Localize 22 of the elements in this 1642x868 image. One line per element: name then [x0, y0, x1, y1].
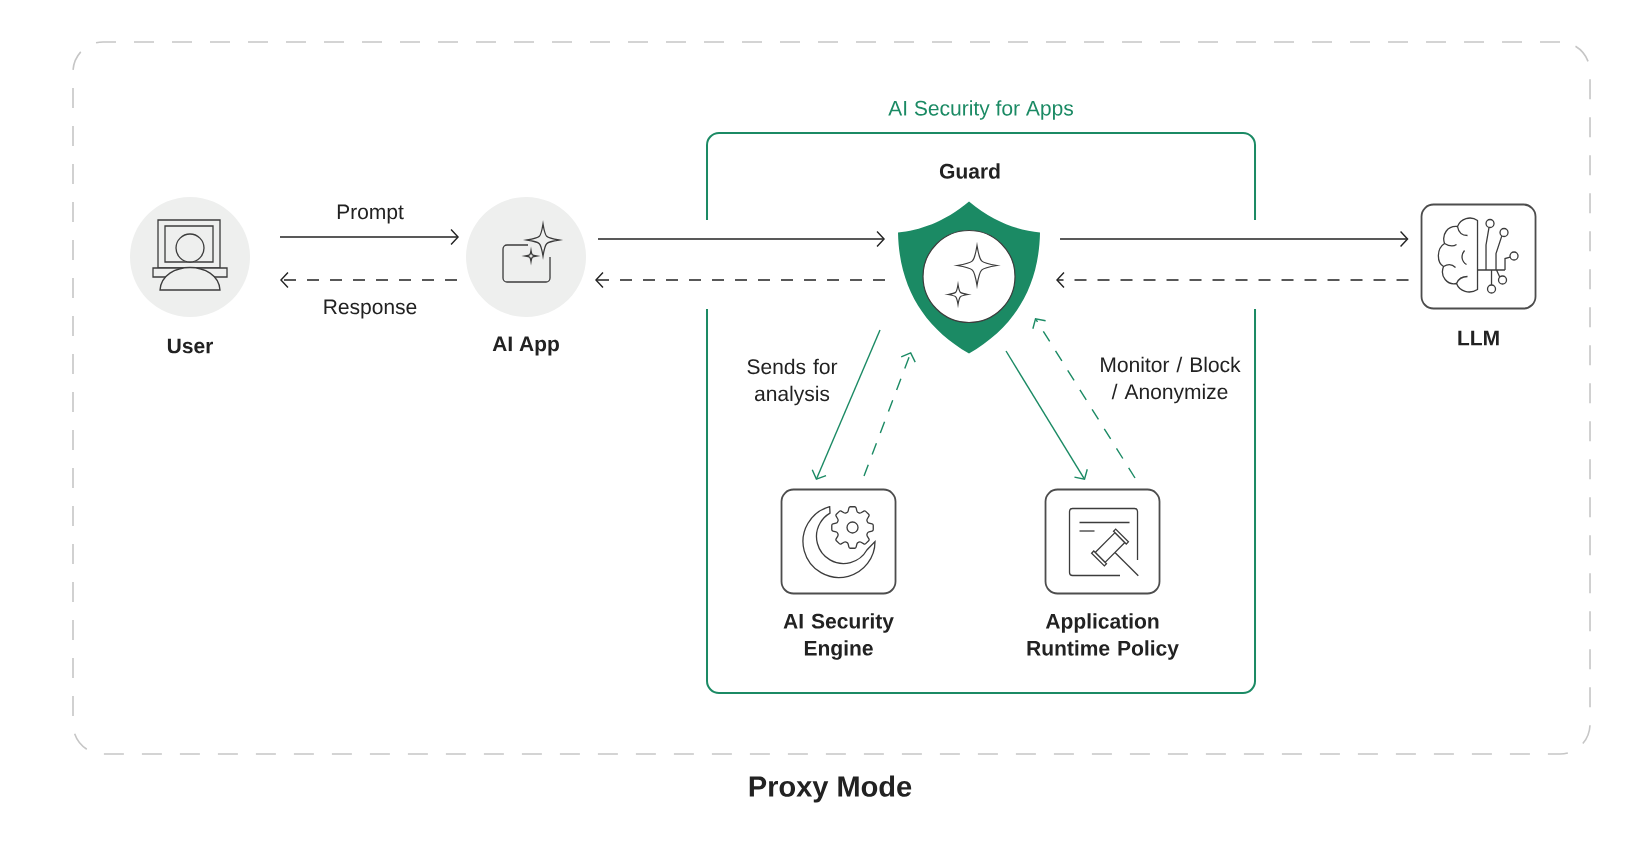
edge-label: Monitor / Block / Anonymize	[1096, 354, 1244, 406]
dashed-arrow	[1032, 318, 1136, 479]
node-label: Application Runtime Policy	[1027, 613, 1179, 660]
arrow	[811, 329, 881, 480]
group-heading: AI Security for Apps	[888, 100, 1073, 120]
node-label: LLM	[1458, 330, 1499, 346]
node-label: User	[167, 338, 213, 354]
edge-label: Response	[320, 297, 420, 321]
dashed-arrow	[1056, 271, 1410, 289]
node-label: AI App	[492, 336, 559, 356]
dashed-arrow	[595, 271, 886, 289]
dashed-arrow	[863, 352, 916, 477]
dashed-arrow	[280, 271, 458, 289]
arrow	[1059, 230, 1409, 248]
node-label: Guard	[939, 163, 1000, 179]
node-label: AI Security Engine	[783, 613, 894, 660]
edge-label: Prompt	[334, 202, 406, 226]
arrow	[279, 228, 459, 246]
arrow	[1005, 350, 1088, 480]
arrow	[597, 230, 885, 248]
edge-label: Sends for analysis	[742, 356, 842, 408]
frame-title: Proxy Mode	[749, 775, 912, 803]
